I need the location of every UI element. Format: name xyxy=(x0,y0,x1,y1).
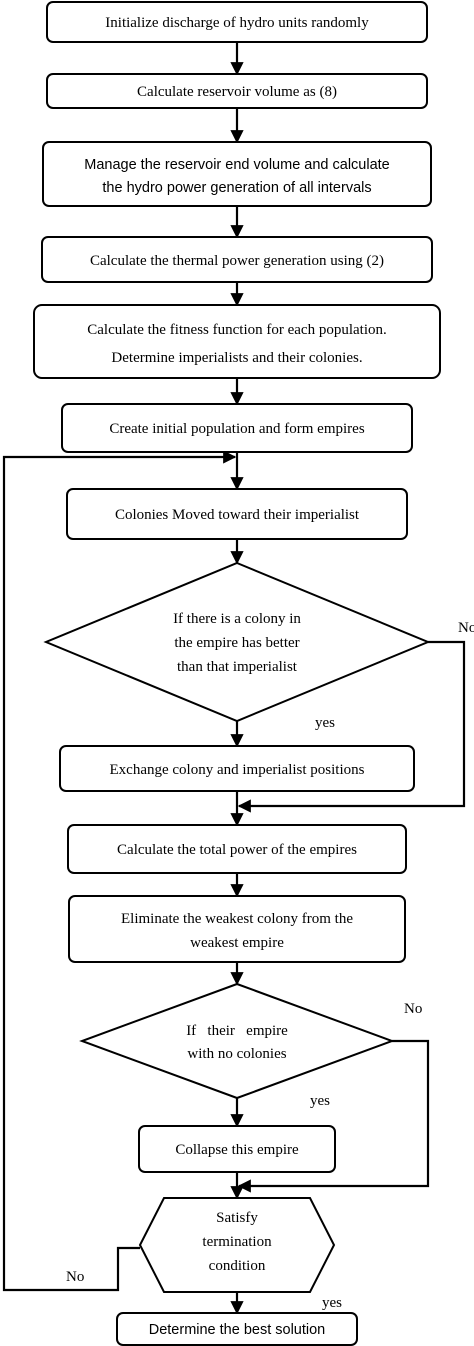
step-total-power: Calculate the total power of the empires xyxy=(67,824,407,874)
step-text-line1: Eliminate the weakest colony from the xyxy=(121,911,353,927)
step-box xyxy=(138,1125,336,1173)
branch-label-yes: yes xyxy=(315,715,335,731)
step-text: Initialize discharge of hydro units rand… xyxy=(105,15,369,31)
step-best-solution: Determine the best solution xyxy=(116,1312,358,1346)
step-box xyxy=(42,141,432,207)
step-create-population: Create initial population and form empir… xyxy=(61,403,413,453)
step-text: Calculate reservoir volume as (8) xyxy=(137,84,337,100)
decision-text-line3: condition xyxy=(209,1258,266,1274)
decision-no-colonies: If their empire with no colonies xyxy=(79,982,395,1100)
decision-hexagon xyxy=(138,1197,336,1293)
step-box xyxy=(41,236,433,283)
decision-diamond xyxy=(43,561,431,723)
step-box xyxy=(116,1312,358,1346)
step-box xyxy=(66,488,408,540)
arrow-d1-no-branch xyxy=(237,640,466,813)
connectors xyxy=(2,42,466,1315)
step-box xyxy=(59,745,415,792)
step-manage-reservoir: Manage the reservoir end volume and calc… xyxy=(42,141,432,207)
step-text: Colonies Moved toward their imperialist xyxy=(115,507,360,523)
step-text-line1: Calculate the fitness function for each … xyxy=(87,322,387,338)
decision-text-line2: termination xyxy=(202,1234,272,1250)
step-exchange-positions: Exchange colony and imperialist position… xyxy=(59,745,415,792)
step-collapse-empire: Collapse this empire xyxy=(138,1125,336,1173)
step-text-line2: Determine imperialists and their colonie… xyxy=(111,350,362,366)
step-eliminate-weakest: Eliminate the weakest colony from the we… xyxy=(68,895,406,963)
arrow-d3-no-loop xyxy=(2,450,237,1292)
step-box xyxy=(46,73,428,109)
step-box xyxy=(33,304,441,379)
decision-diamond xyxy=(79,982,395,1100)
decision-termination: Satisfy termination condition xyxy=(138,1197,336,1293)
step-reservoir-volume: Calculate reservoir volume as (8) xyxy=(46,73,428,109)
step-fitness-function: Calculate the fitness function for each … xyxy=(33,304,441,379)
decision-text-line2: with no colonies xyxy=(187,1046,286,1062)
step-text: Exchange colony and imperialist position… xyxy=(110,762,365,778)
step-initialize: Initialize discharge of hydro units rand… xyxy=(46,1,428,43)
step-text-line2: weakest empire xyxy=(190,935,284,951)
branch-label-no: No xyxy=(404,1001,422,1017)
decision-better-colony: If there is a colony in the empire has b… xyxy=(43,561,431,723)
step-box xyxy=(61,403,413,453)
decision-text-line3: than that imperialist xyxy=(177,659,298,675)
step-text: Collapse this empire xyxy=(175,1142,299,1158)
step-box xyxy=(46,1,428,43)
step-text-line2: the hydro power generation of all interv… xyxy=(102,180,371,196)
branch-label-no: No xyxy=(66,1269,84,1285)
decision-text-line1: Satisfy xyxy=(216,1210,258,1226)
branch-label-yes: yes xyxy=(310,1093,330,1109)
step-box xyxy=(67,824,407,874)
decision-text-line1: If there is a colony in xyxy=(173,611,301,627)
step-text: Calculate the thermal power generation u… xyxy=(90,253,384,269)
step-text: Create initial population and form empir… xyxy=(109,421,365,437)
step-box xyxy=(68,895,406,963)
branch-label-no: No xyxy=(458,620,474,636)
step-thermal-generation: Calculate the thermal power generation u… xyxy=(41,236,433,283)
step-text: Calculate the total power of the empires xyxy=(117,842,357,858)
decision-text-line1: If their empire xyxy=(186,1023,288,1039)
step-colonies-moved: Colonies Moved toward their imperialist xyxy=(66,488,408,540)
decision-text-line2: the empire has better xyxy=(174,635,299,651)
step-text-line1: Manage the reservoir end volume and calc… xyxy=(84,157,389,173)
step-text: Determine the best solution xyxy=(149,1322,326,1338)
arrow-d2-no-branch xyxy=(237,1039,430,1193)
branch-label-yes: yes xyxy=(322,1295,342,1311)
